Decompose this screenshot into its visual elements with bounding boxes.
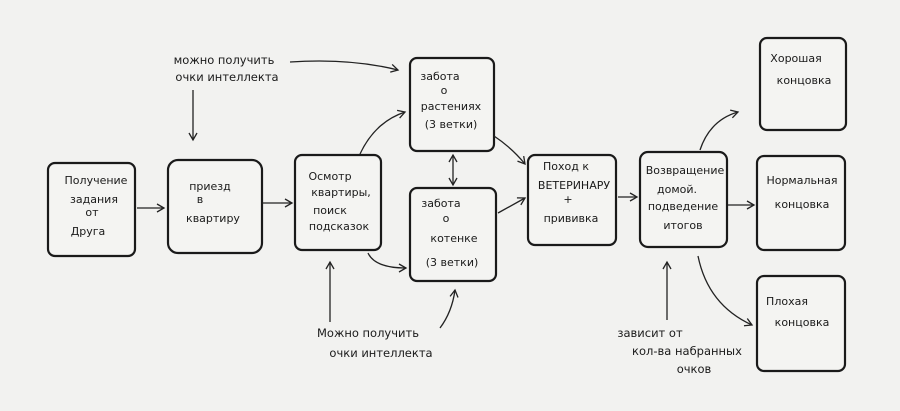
node-bad-ending: Плохая концовка — [755, 274, 847, 373]
node-text: задания — [70, 193, 118, 206]
node-text: квартиру — [186, 212, 240, 225]
arrow — [289, 60, 400, 73]
arrow — [439, 288, 459, 329]
node-text: концовка — [775, 198, 830, 211]
node-normal-ending: Нормальная концовка — [755, 154, 847, 252]
node-text: забота — [421, 197, 460, 210]
node-text: Друга — [71, 225, 106, 238]
node-text: Осмотр — [308, 170, 351, 183]
note-text: можно получить — [174, 53, 275, 67]
node-text: концовка — [777, 74, 832, 87]
node-text: (3 ветки) — [426, 256, 479, 269]
node-text: растениях — [421, 100, 482, 113]
node-good-ending: Хорошая концовка — [758, 36, 848, 132]
note-text: зависит от — [617, 326, 683, 340]
node-plants: забота о растениях (3 ветки) — [408, 56, 496, 153]
node-text: о — [443, 212, 450, 225]
node-text: забота — [420, 70, 459, 83]
node-text: о — [441, 84, 448, 97]
node-return: Возвращение домой. подведение итогов — [638, 150, 729, 249]
note-result: зависит от кол-ва набранных очков — [617, 326, 742, 376]
arrow — [497, 197, 527, 214]
node-text: подсказок — [309, 220, 370, 233]
node-text: поиск — [313, 204, 347, 217]
arrow — [699, 109, 740, 151]
node-text: Возвращение — [646, 164, 725, 177]
node-kitten: забота о котенке (3 ветки) — [408, 186, 498, 283]
arrow — [359, 109, 407, 155]
node-text: + — [563, 193, 572, 206]
note-top: можно получить очки интеллекта — [174, 53, 279, 84]
node-text: приезд — [189, 180, 231, 193]
connectors — [137, 60, 756, 329]
arrow — [367, 252, 408, 273]
node-text: прививка — [544, 212, 599, 225]
node-text: (3 ветки) — [425, 118, 478, 131]
note-text: Можно получить — [317, 326, 419, 340]
node-vet: Поход к ВЕТЕРИНАРУ + прививка — [526, 153, 618, 247]
node-arrival: приезд в квартиру — [166, 158, 264, 255]
node-text: Нормальная — [766, 174, 837, 187]
node-text: Хорошая — [770, 52, 821, 65]
arrow — [493, 135, 526, 166]
node-task: Получение задания от Друга — [46, 161, 137, 258]
note-text: очков — [677, 362, 712, 376]
note-bottom: Можно получить очки интеллекта — [317, 326, 433, 360]
node-text: ВЕТЕРИНАРУ — [538, 179, 610, 192]
node-text: котенке — [430, 232, 477, 245]
node-text: Получение — [65, 174, 128, 187]
note-text: кол-ва набранных — [632, 344, 742, 358]
node-text: подведение — [648, 200, 718, 213]
node-text: домой. — [657, 183, 697, 196]
arrow — [697, 255, 754, 327]
node-text: квартиры, — [311, 186, 371, 199]
node-text: в — [197, 193, 203, 206]
node-text: Плохая — [766, 295, 808, 308]
node-text: от — [85, 206, 99, 219]
node-inspect: Осмотр квартиры, поиск подсказок — [293, 153, 383, 252]
node-text: итогов — [663, 219, 702, 232]
node-text: концовка — [775, 316, 830, 329]
note-text: очки интеллекта — [329, 346, 432, 360]
node-text: Поход к — [543, 160, 589, 173]
note-text: очки интеллекта — [175, 70, 278, 84]
